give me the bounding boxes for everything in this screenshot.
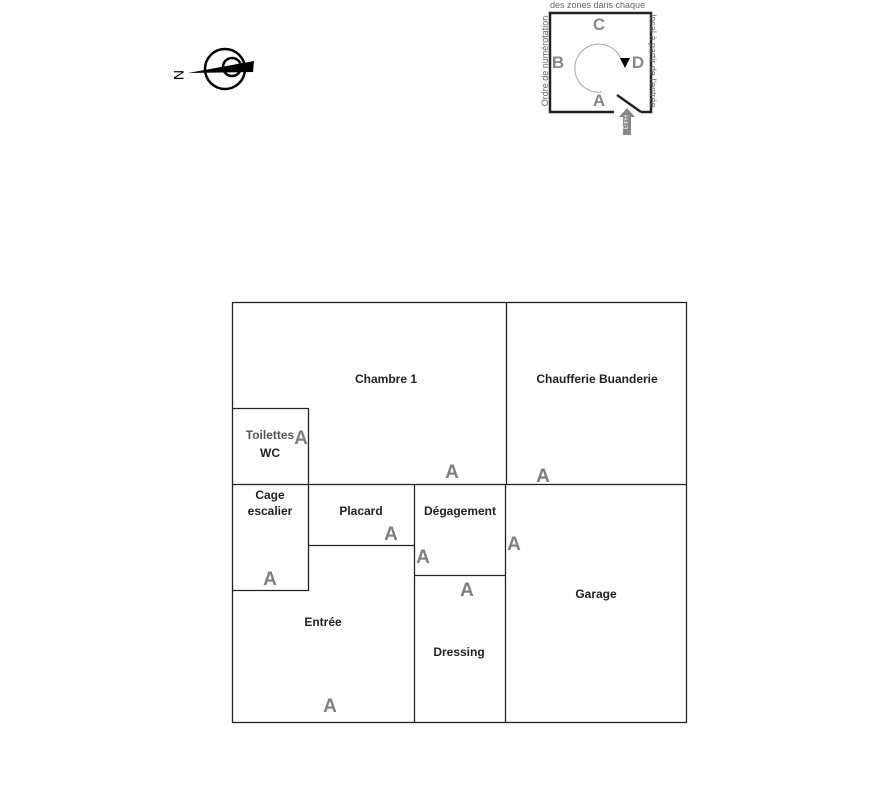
zone-dressing: A <box>460 580 474 601</box>
legend-top-text: des zones dans chaque <box>550 0 646 10</box>
room-wc: WC <box>260 446 280 460</box>
compass-icon: N <box>171 47 254 91</box>
legend-diagram <box>548 11 653 135</box>
room-toilettes: Toilettes <box>245 428 295 442</box>
legend-zone-d: D <box>631 53 645 72</box>
room-entree: Entrée <box>304 615 342 629</box>
legend-right-text: local à partir de l'entrée <box>648 14 658 108</box>
north-label: N <box>171 70 187 80</box>
room-cage: Cage <box>255 488 285 502</box>
zone-chambre-1: A <box>445 462 459 483</box>
room-dressing: Dressing <box>433 645 485 659</box>
legend-entrance-label: Entrée <box>623 114 630 130</box>
room-placard: Placard <box>339 504 383 518</box>
zone-placard: A <box>384 524 398 545</box>
room-chambre-1: Chambre 1 <box>354 372 418 386</box>
zone-degagement: A <box>416 547 430 568</box>
room-garage: Garage <box>575 587 617 601</box>
zone-cage-escalier: A <box>263 569 277 590</box>
legend-left-text: Ordre de numérotation <box>540 15 550 107</box>
room-chaufferie-buanderie: Chaufferie Buanderie <box>536 372 658 386</box>
zone-chaufferie: A <box>536 466 550 487</box>
walls <box>231 301 688 724</box>
room-escalier: escalier <box>247 504 293 518</box>
zone-entree: A <box>323 696 337 717</box>
zone-garage: A <box>507 534 521 555</box>
legend-zone-b: B <box>551 53 565 72</box>
legend-zone-c: C <box>592 15 606 34</box>
entrance-arrow-icon <box>623 115 631 135</box>
zone-toilettes: A <box>294 428 308 449</box>
legend-zone-a: A <box>592 91 606 110</box>
room-degagement: Dégagement <box>423 504 497 518</box>
